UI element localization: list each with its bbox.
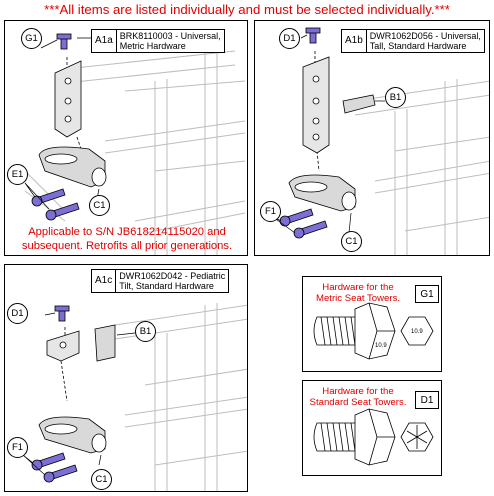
frame-illustration-a1c bbox=[22, 303, 247, 491]
callout-b1: B1 bbox=[135, 321, 156, 342]
callout-e1: E1 bbox=[7, 164, 28, 185]
hardware-code: D1 bbox=[415, 391, 439, 409]
callout-f1: F1 bbox=[7, 437, 28, 458]
callout-b1: B1 bbox=[385, 87, 406, 108]
panel-a1a: G1 A1a BRK8110003 - Universal, Metric Ha… bbox=[4, 20, 248, 256]
hardware-panel-standard: Hardware for the Standard Seat Towers. D… bbox=[302, 380, 442, 476]
part-number-a1c: A1c DWR1062D042 - Pediatric Tilt, Standa… bbox=[91, 269, 230, 293]
panel-a1c: D1 A1c DWR1062D042 - Pediatric Tilt, Sta… bbox=[4, 264, 248, 492]
hardware-title: Hardware for the Metric Seat Towers. bbox=[315, 282, 401, 304]
callout-c1: C1 bbox=[91, 469, 112, 490]
callout-g1: G1 bbox=[21, 28, 42, 49]
item-code: A1b bbox=[342, 30, 367, 52]
callout-c1: C1 bbox=[89, 195, 110, 216]
standard-bolt-illustration bbox=[313, 408, 434, 466]
item-description: BRK8110003 - Universal, Metric Hardware bbox=[119, 31, 221, 51]
page-notice: ***All items are listed individually and… bbox=[44, 2, 450, 17]
metric-grade-marking-end: 10.9 bbox=[411, 329, 423, 335]
frame-illustration-a1a bbox=[24, 33, 246, 255]
item-code: A1a bbox=[92, 30, 117, 52]
item-description: DWR1062D056 - Universal, Tall, Standard … bbox=[369, 31, 481, 51]
item-code: A1c bbox=[92, 270, 117, 292]
item-description: DWR1062D042 - Pediatric Tilt, Standard H… bbox=[119, 271, 226, 291]
callout-f1: F1 bbox=[260, 201, 281, 222]
part-number-a1b: A1b DWR1062D056 - Universal, Tall, Stand… bbox=[341, 29, 485, 53]
panel-a1b: D1 A1b DWR1062D056 - Universal, Tall, St… bbox=[254, 20, 490, 256]
hardware-title: Hardware for the Standard Seat Towers. bbox=[309, 386, 407, 408]
frame-illustration-a1b bbox=[272, 27, 489, 255]
hardware-panel-metric: Hardware for the Metric Seat Towers. G1 … bbox=[302, 276, 442, 372]
callout-d1: D1 bbox=[279, 28, 300, 49]
applicability-note: Applicable to S/N JB618214115020 and sub… bbox=[21, 226, 233, 252]
part-number-a1a: A1a BRK8110003 - Universal, Metric Hardw… bbox=[91, 29, 225, 53]
callout-d1: D1 bbox=[7, 303, 28, 324]
callout-c1: C1 bbox=[341, 231, 362, 252]
hardware-code: G1 bbox=[415, 285, 439, 303]
metric-grade-marking: 10.9 bbox=[375, 343, 387, 349]
metric-bolt-illustration bbox=[313, 302, 434, 360]
